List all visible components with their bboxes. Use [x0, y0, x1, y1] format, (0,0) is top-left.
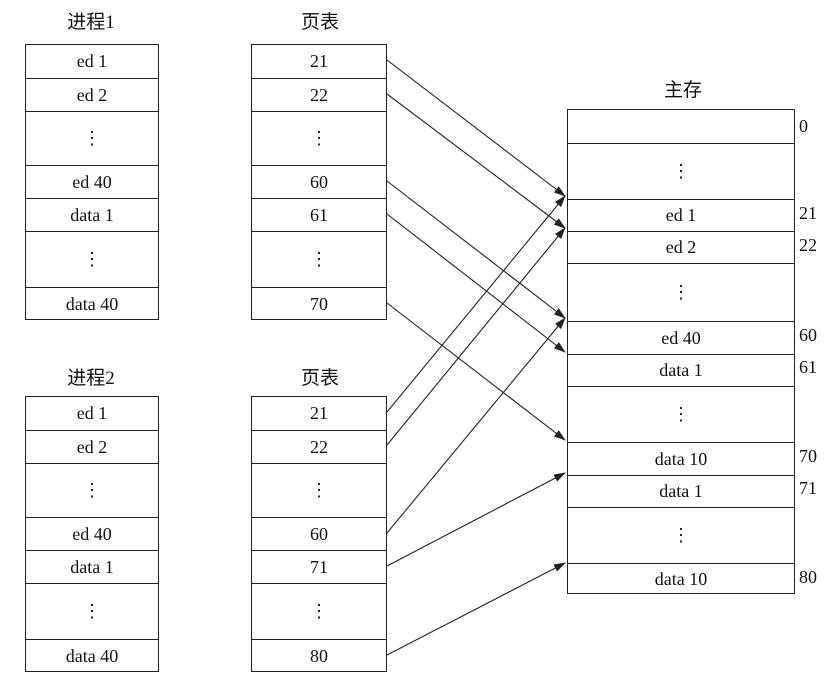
pagetable1-cell: 70 — [252, 287, 386, 321]
process2-cell: ed 40 — [26, 517, 158, 550]
arrow-pt2-21 — [386, 195, 566, 413]
memory-cell: data 1 — [568, 354, 794, 386]
memory-title: 主存 — [663, 80, 702, 101]
memory-address: 71 — [799, 478, 817, 498]
process2-title: 进程2 — [67, 368, 115, 389]
process2-column: ed 1 ed 2 ⋮ ed 40 data 1 ⋮ data 40 — [25, 396, 159, 672]
process1-cell: data 40 — [26, 287, 158, 321]
process2-cell: data 40 — [26, 639, 158, 673]
pagetable2-title: 页表 — [300, 368, 339, 389]
pagetable1-cell: 22 — [252, 78, 386, 111]
pagetable2-column: 21 22 ⋮ 60 71 ⋮ 80 — [251, 396, 387, 672]
memory-address: 70 — [799, 446, 817, 466]
pagetable1-cell: ⋮ — [252, 231, 386, 287]
process1-column: ed 1 ed 2 ⋮ ed 40 data 1 ⋮ data 40 — [25, 44, 159, 320]
process1-cell: ed 2 — [26, 78, 158, 111]
memory-address: 0 — [799, 116, 808, 136]
memory-cell: data 10 — [568, 563, 794, 595]
process2-cell: ⋮ — [26, 463, 158, 517]
process2-cell: ed 2 — [26, 430, 158, 463]
arrow-pt1-70 — [386, 302, 566, 441]
arrow-pt2-80 — [386, 562, 566, 656]
pagetable1-cell: 60 — [252, 165, 386, 198]
memory-address: 80 — [799, 567, 817, 587]
process1-cell: data 1 — [26, 198, 158, 231]
pagetable2-cell: 22 — [252, 430, 386, 463]
memory-cell: ed 2 — [568, 231, 794, 263]
memory-cell: ⋮ — [568, 143, 794, 199]
pagetable1-cell: ⋮ — [252, 111, 386, 165]
pagetable1-cell: 61 — [252, 198, 386, 231]
memory-column: ⋮ ed 1 ed 2 ⋮ ed 40 data 1 ⋮ data 10 dat… — [567, 109, 795, 594]
process2-cell: ⋮ — [26, 583, 158, 639]
memory-cell: ⋮ — [568, 386, 794, 442]
pagetable2-cell: ⋮ — [252, 463, 386, 517]
process1-cell: ed 40 — [26, 165, 158, 198]
arrow-pt1-60 — [386, 180, 566, 319]
process1-title: 进程1 — [67, 12, 115, 33]
pagetable2-cell: 60 — [252, 517, 386, 550]
pagetable1-column: 21 22 ⋮ 60 61 ⋮ 70 — [251, 44, 387, 320]
pagetable2-cell: ⋮ — [252, 583, 386, 639]
arrow-pt2-22 — [386, 227, 566, 446]
process2-cell: ed 1 — [76, 403, 108, 423]
arrow-pt1-21 — [386, 59, 566, 197]
process2-cell: data 1 — [26, 550, 158, 583]
process1-cell: ⋮ — [26, 231, 158, 287]
process1-cell: ⋮ — [26, 111, 158, 165]
pagetable1-title: 页表 — [300, 12, 339, 33]
arrow-pt2-60 — [386, 317, 566, 534]
process1-cell: ed 1 — [76, 51, 108, 71]
arrow-pt2-71 — [386, 472, 566, 567]
arrow-pt1-61 — [386, 213, 566, 353]
memory-cell: ed 40 — [568, 321, 794, 354]
memory-address: 60 — [799, 325, 817, 345]
pagetable2-cell: 80 — [252, 639, 386, 673]
memory-address: 21 — [799, 203, 817, 223]
pagetable2-cell: 21 — [310, 403, 328, 423]
memory-address: 61 — [799, 357, 817, 377]
memory-cell: data 1 — [568, 475, 794, 507]
memory-cell: data 10 — [568, 442, 794, 475]
memory-cell: ⋮ — [568, 263, 794, 321]
pagetable2-cell: 71 — [252, 550, 386, 583]
memory-cell: ⋮ — [568, 507, 794, 563]
arrow-pt1-22 — [386, 93, 566, 229]
memory-address: 22 — [799, 235, 817, 255]
memory-cell: ed 1 — [568, 199, 794, 231]
pagetable1-cell: 21 — [310, 51, 328, 71]
